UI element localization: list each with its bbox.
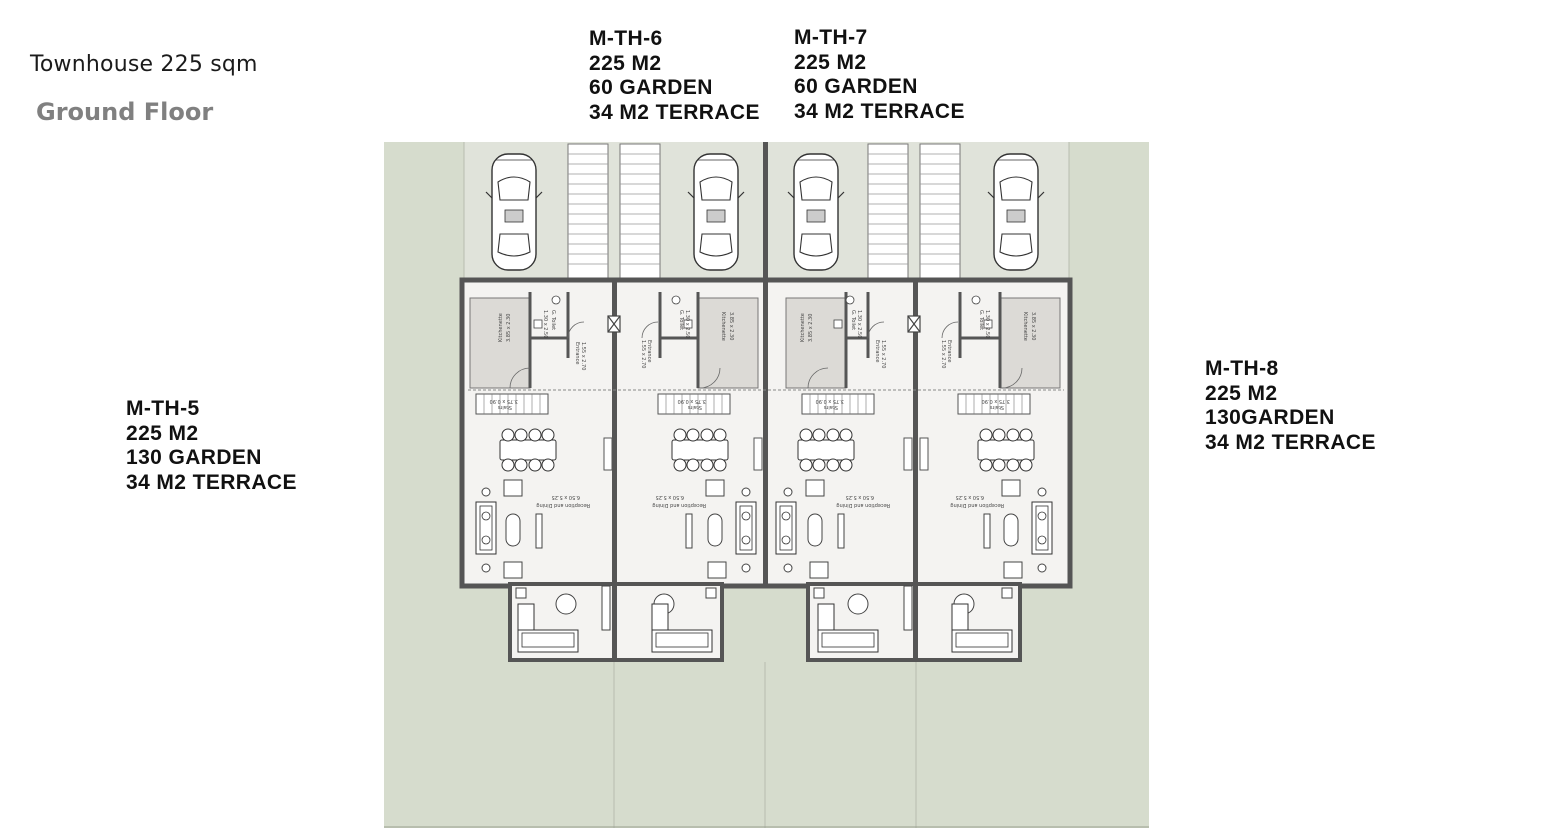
page-title: Townhouse 225 sqm <box>30 52 258 77</box>
room-label-reception: Reception and Dining <box>652 502 706 508</box>
sofa-icon <box>475 501 497 555</box>
unit-terrace: 34 M2 TERRACE <box>794 99 965 123</box>
room-size-stairs: 3.75 x 0.90 <box>490 398 518 404</box>
floor-plan: Kitchenette 3.85 x 2.30 G. Toilet 1.30 x… <box>384 142 1149 828</box>
unit-area: 225 M2 <box>1205 381 1278 405</box>
room-label-kitchenette: Kitchenette <box>800 313 806 342</box>
room-size-kitchenette: 3.85 x 2.30 <box>808 314 814 342</box>
room-size-entrance: 1.55 x 2.70 <box>880 340 886 368</box>
car-icon <box>787 153 845 271</box>
unit-garden: 60 GARDEN <box>794 75 918 98</box>
room-size-reception: 6.50 x 5.25 <box>656 494 684 500</box>
room-size-stairs: 3.75 x 0.90 <box>678 398 706 404</box>
room-size-kitchenette: 3.85 x 2.30 <box>1030 312 1036 340</box>
room-size-stairs: 3.75 x 0.90 <box>982 398 1010 404</box>
room-label-gtoilet: G. Toilet <box>978 310 984 330</box>
room-label-kitchenette: Kitchenette <box>498 313 504 342</box>
external-stairs-icon <box>919 143 961 283</box>
room-size-entrance: 1.55 x 2.70 <box>940 340 946 368</box>
room-label-entrance: Entrance <box>946 340 952 362</box>
room-size-kitchenette: 3.85 x 2.30 <box>728 312 734 340</box>
internal-stairs <box>475 393 1031 415</box>
room-label-gtoilet: G. Toilet <box>550 310 556 330</box>
room-size-gtoilet: 1.30 x 2.50 <box>684 310 690 338</box>
unit-area: 225 M2 <box>589 51 662 75</box>
sofa-icon <box>735 501 757 555</box>
room-label-kitchenette: Kitchenette <box>1022 312 1028 341</box>
unit-label-m-th-6: M-TH-6 225 M2 60 GARDEN 34 M2 TERRACE <box>589 27 760 125</box>
unit-area: 225 M2 <box>126 421 199 445</box>
car-icon <box>485 153 543 271</box>
room-size-reception: 6.50 x 5.25 <box>956 494 984 500</box>
room-label-reception: Reception and Dining <box>836 502 890 508</box>
unit-terrace: 34 M2 TERRACE <box>1205 430 1376 454</box>
room-size-gtoilet: 1.30 x 2.50 <box>856 310 862 338</box>
kitchenette <box>697 297 759 389</box>
room-size-gtoilet: 1.30 x 2.50 <box>984 310 990 338</box>
room-label-entrance: Entrance <box>574 342 580 364</box>
room-label-entrance: Entrance <box>646 340 652 362</box>
unit-area: 225 M2 <box>794 50 867 74</box>
kitchenette <box>999 297 1061 389</box>
unit-garden: 130GARDEN <box>1205 406 1335 429</box>
external-stairs-icon <box>867 143 909 283</box>
room-label-stairs: Stairs <box>687 404 702 410</box>
room-size-entrance: 1.55 x 2.70 <box>640 340 646 368</box>
sofa-icon <box>775 501 797 555</box>
kitchenette <box>469 297 531 389</box>
room-label-stairs: Stairs <box>823 404 838 410</box>
room-size-entrance: 1.55 x 2.70 <box>580 342 586 370</box>
unit-label-m-th-5: M-TH-5 225 M2 130 GARDEN 34 M2 TERRACE <box>126 397 297 495</box>
unit-id: M-TH-5 <box>126 397 200 420</box>
floor-label: Ground Floor <box>36 98 214 126</box>
room-label-entrance: Entrance <box>874 340 880 362</box>
unit-id: M-TH-7 <box>794 26 868 49</box>
room-size-reception: 6.50 x 5.25 <box>552 494 580 500</box>
room-label-reception: Reception and Dining <box>950 502 1004 508</box>
room-size-reception: 6.50 x 5.25 <box>846 494 874 500</box>
unit-terrace: 34 M2 TERRACE <box>126 470 297 494</box>
room-label-gtoilet: G. Toilet <box>850 310 856 330</box>
room-size-stairs: 3.75 x 0.90 <box>816 398 844 404</box>
unit-garden: 60 GARDEN <box>589 76 713 99</box>
unit-id: M-TH-8 <box>1205 357 1279 380</box>
kitchenette <box>785 297 847 389</box>
car-icon <box>687 153 745 271</box>
unit-terrace: 34 M2 TERRACE <box>589 100 760 124</box>
sofa-icon <box>1031 501 1053 555</box>
car-icon <box>987 153 1045 271</box>
room-label-reception: Reception and Dining <box>536 502 590 508</box>
room-label-stairs: Stairs <box>989 404 1004 410</box>
external-stairs-icon <box>619 143 661 283</box>
room-label-kitchenette: Kitchenette <box>720 312 726 341</box>
party-wall <box>763 142 768 280</box>
unit-garden: 130 GARDEN <box>126 446 262 469</box>
room-size-kitchenette: 3.85 x 2.30 <box>506 314 512 342</box>
room-label-gtoilet: G. Toilet <box>678 310 684 330</box>
unit-id: M-TH-6 <box>589 27 663 50</box>
external-stairs-icon <box>567 143 609 283</box>
unit-label-m-th-8: M-TH-8 225 M2 130GARDEN 34 M2 TERRACE <box>1205 357 1376 455</box>
room-size-gtoilet: 1.30 x 2.50 <box>542 310 548 338</box>
unit-label-m-th-7: M-TH-7 225 M2 60 GARDEN 34 M2 TERRACE <box>794 26 965 124</box>
room-label-stairs: Stairs <box>497 404 512 410</box>
